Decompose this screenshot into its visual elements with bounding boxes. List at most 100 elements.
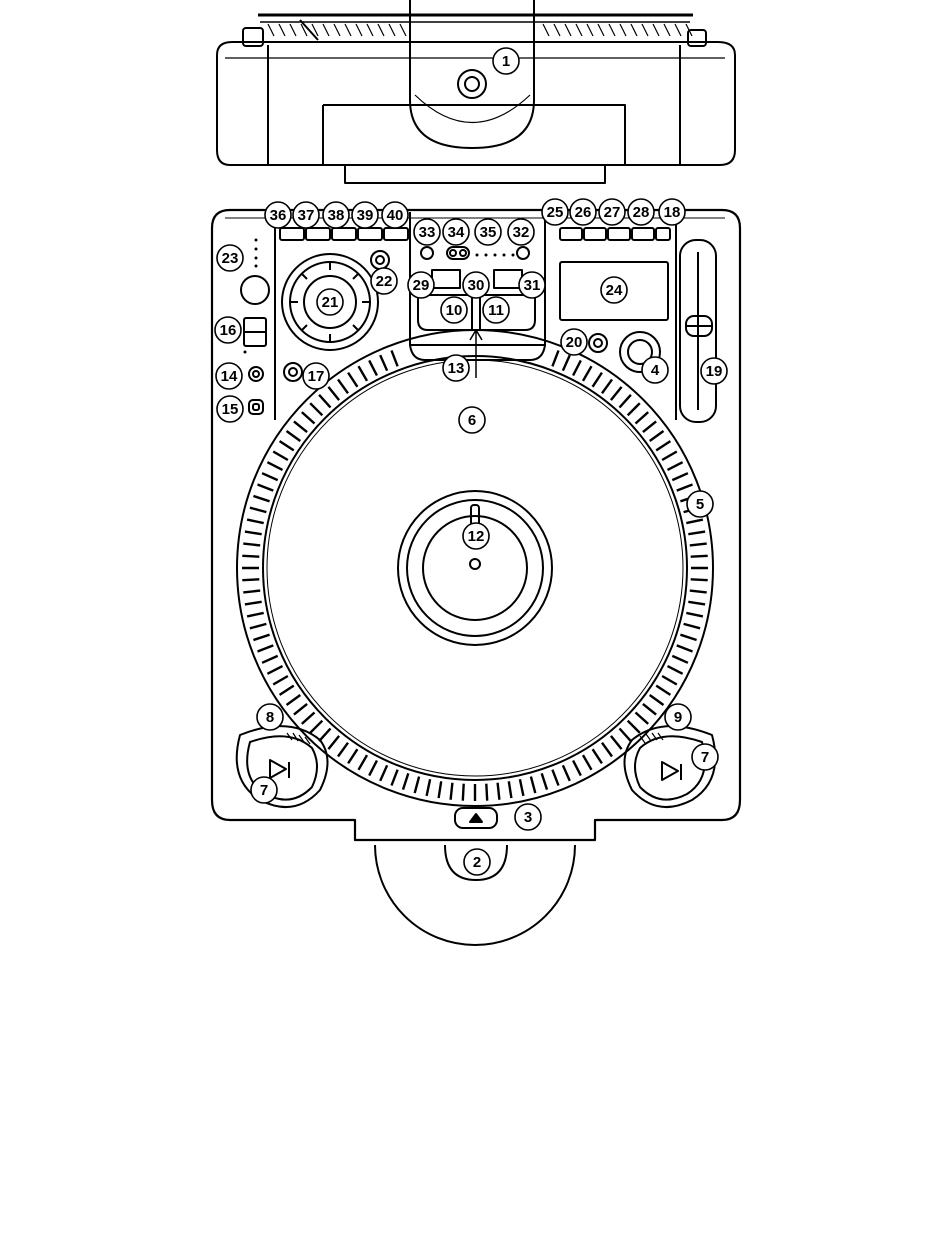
platter-tick	[628, 403, 640, 415]
button-15	[249, 400, 263, 414]
platter-tick	[369, 360, 377, 375]
callout-number: 10	[446, 302, 463, 319]
platter-tick	[258, 645, 274, 651]
platter-tick	[463, 784, 464, 801]
platter-tick	[380, 765, 387, 781]
vent-slot	[620, 24, 626, 36]
platter-tick	[636, 713, 649, 724]
platter-tick	[668, 462, 683, 470]
callout-number: 29	[413, 277, 430, 294]
vent-slot	[323, 24, 329, 36]
platter-tick	[656, 441, 670, 450]
platter-tick	[680, 635, 696, 640]
switch-34-dot-a	[450, 250, 456, 256]
vent-slot	[345, 24, 351, 36]
left-panel-controls	[241, 239, 269, 415]
callout-number: 32	[513, 224, 530, 241]
callout-c15: 15	[217, 396, 243, 422]
callout-number: 16	[220, 322, 237, 339]
callout-number: 36	[270, 207, 287, 224]
platter-tick	[650, 431, 664, 441]
button-17-outer	[284, 363, 302, 381]
callout-c26: 26	[570, 199, 596, 225]
vent-slot	[565, 24, 571, 36]
button-36	[280, 228, 304, 240]
callout-c24: 24	[601, 277, 627, 303]
button-17-inner	[289, 368, 297, 376]
headphone-jack-outer	[458, 70, 486, 98]
platter-tick	[348, 749, 357, 763]
vent-slot	[642, 24, 648, 36]
center-module-lip	[410, 345, 545, 360]
callout-c13: 13	[443, 355, 469, 381]
callout-number: 38	[328, 207, 345, 224]
platter-tick	[253, 496, 269, 501]
vent-slot	[290, 24, 296, 36]
callout-c23: 23	[217, 245, 243, 271]
front-body	[217, 42, 735, 165]
platter-tick	[583, 366, 592, 381]
platter-tick	[267, 666, 282, 674]
platter-tick	[563, 765, 570, 781]
platter-tick	[392, 351, 398, 367]
callout-c12: 12	[463, 523, 489, 549]
switch-16-led	[244, 351, 247, 354]
callout-number: 34	[448, 224, 465, 241]
front-disc-arc	[415, 95, 530, 123]
platter-tick	[611, 736, 622, 749]
platter-tick	[672, 473, 688, 480]
left-button-row	[280, 228, 408, 240]
platter-tick	[439, 781, 442, 798]
platter-tick	[359, 366, 368, 381]
callout-number: 20	[566, 334, 583, 351]
platter-tick	[611, 387, 622, 400]
platter-tick	[656, 686, 670, 695]
callout-c28: 28	[628, 199, 654, 225]
callout-number: 19	[706, 363, 723, 380]
platter-tick	[273, 452, 288, 461]
callout-number: 7	[260, 782, 268, 799]
callout-c36: 36	[265, 202, 291, 228]
platter-tick	[294, 704, 307, 715]
callout-c7a: 7	[251, 777, 277, 803]
eject-icon	[470, 814, 482, 822]
callout-c19: 19	[701, 358, 727, 384]
platter-tick	[319, 395, 330, 408]
headphone-jack-inner	[465, 77, 479, 91]
platter-tick	[302, 412, 315, 423]
platter-tick	[686, 520, 703, 524]
platter-tick	[650, 695, 664, 705]
platter-tick	[287, 431, 301, 441]
platter-tick	[380, 355, 387, 371]
callout-c18: 18	[659, 199, 685, 225]
callout-number: 21	[322, 294, 339, 311]
vent-slot	[543, 24, 549, 36]
callout-number: 37	[298, 207, 315, 224]
callout-c33: 33	[414, 219, 440, 245]
platter-tick	[691, 579, 708, 580]
callout-c34: 34	[443, 219, 469, 245]
platter-tick	[310, 721, 322, 733]
button-14	[249, 367, 263, 381]
callout-number: 25	[547, 204, 564, 221]
callout-number: 31	[524, 277, 541, 294]
callout-c20: 20	[561, 329, 587, 355]
platter-tick	[628, 721, 640, 733]
vent-slot	[378, 24, 384, 36]
platter-tick	[253, 635, 269, 640]
button-22-inner	[376, 256, 384, 264]
platter-tick	[688, 532, 705, 535]
play-pause-icon-left	[270, 760, 286, 778]
platter-tick	[531, 777, 535, 794]
platter-tick	[250, 624, 267, 628]
platter-tick	[302, 713, 315, 724]
callout-number: 27	[604, 204, 621, 221]
platter-tick	[273, 676, 288, 685]
vent-slot	[334, 24, 340, 36]
led-23-dots	[255, 239, 258, 268]
callout-c37: 37	[293, 202, 319, 228]
vent-slot	[653, 24, 659, 36]
callout-c22: 22	[371, 268, 397, 294]
platter-tick	[573, 360, 581, 375]
